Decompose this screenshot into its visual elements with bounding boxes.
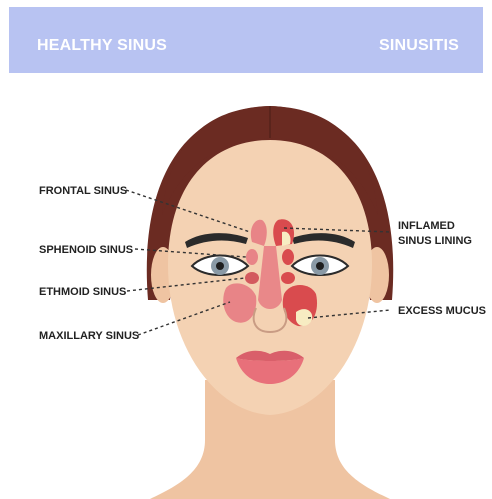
excess-mucus-label: EXCESS MUCUS (398, 305, 486, 317)
inflamed-label-line2: SINUS LINING (398, 235, 472, 247)
right-pupil (316, 262, 324, 270)
maxillary-sinus-label: MAXILLARY SINUS (39, 330, 139, 342)
frontal-sinus-label: FRONTAL SINUS (39, 185, 127, 197)
ethmoid-sinus-label: ETHMOID SINUS (39, 286, 126, 298)
sphenoid-sinus-healthy (246, 249, 258, 265)
inflamed-label-line1: INFLAMED (398, 220, 455, 232)
ethmoid-sinus-inflamed (281, 272, 295, 284)
ethmoid-sinus-healthy (245, 272, 259, 284)
sphenoid-sinus-inflamed (282, 249, 294, 265)
left-pupil (216, 262, 224, 270)
sphenoid-sinus-label: SPHENOID SINUS (39, 244, 133, 256)
